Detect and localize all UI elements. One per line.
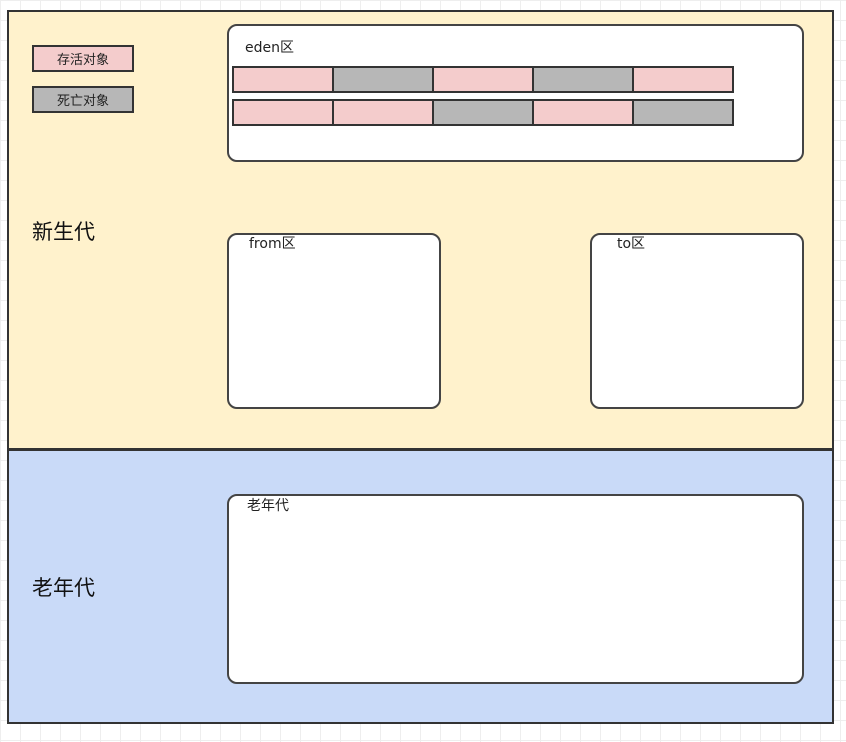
eden-object-dead bbox=[632, 99, 734, 126]
young-generation-label: 新生代 bbox=[32, 220, 95, 244]
eden-object-alive bbox=[332, 99, 434, 126]
legend-alive-label: 存活对象 bbox=[56, 53, 109, 68]
eden-object-dead bbox=[432, 99, 534, 126]
legend-dead: 死亡对象 bbox=[32, 86, 134, 113]
eden-region bbox=[227, 24, 804, 162]
to-region-label: to区 bbox=[617, 236, 646, 252]
to-region bbox=[590, 233, 804, 409]
eden-object-alive bbox=[232, 66, 334, 93]
eden-object-alive bbox=[632, 66, 734, 93]
eden-object-alive bbox=[532, 99, 634, 126]
from-region bbox=[227, 233, 441, 409]
eden-object-alive bbox=[432, 66, 534, 93]
eden-object-dead bbox=[532, 66, 634, 93]
eden-object-alive bbox=[232, 99, 334, 126]
old-generation-label: 老年代 bbox=[32, 576, 95, 600]
old-generation-region-label: 老年代 bbox=[247, 498, 289, 514]
from-region-label: from区 bbox=[249, 236, 296, 252]
legend-alive: 存活对象 bbox=[32, 45, 134, 72]
eden-object-dead bbox=[332, 66, 434, 93]
legend-dead-label: 死亡对象 bbox=[56, 94, 109, 109]
eden-region-label: eden区 bbox=[245, 40, 294, 56]
old-generation-region bbox=[227, 494, 804, 684]
